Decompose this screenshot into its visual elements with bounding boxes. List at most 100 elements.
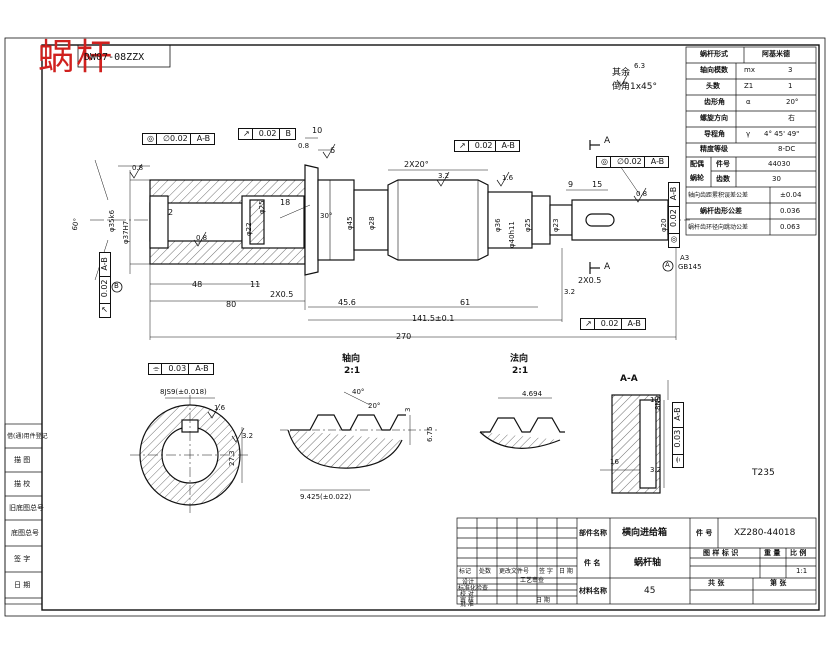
mesh-row-1-value: 30 <box>772 175 781 183</box>
dim-2: 2 <box>168 208 174 217</box>
title-part-value: XZ280-44018 <box>734 528 796 538</box>
datum-b-label: B <box>114 282 119 290</box>
roughness-3-2-a: 3.2 <box>438 172 450 180</box>
normal-tooth-profile <box>479 397 565 449</box>
title-material-label: 材料名称 <box>579 587 607 595</box>
fcf-9-symbol: ◎ <box>669 236 678 243</box>
datum-a-label: A <box>665 261 670 269</box>
fcf-6: ↗ 0.02 A-B <box>99 252 111 318</box>
title-sheet-header-1: 第 张 <box>770 579 787 587</box>
dim-45-6: 45.6 <box>338 298 356 307</box>
dim-key-depth: 16 <box>610 458 619 466</box>
roughness-1-6-a: 1.6 <box>502 174 514 182</box>
left-strip-item-3: 旧底图总号 <box>9 504 44 512</box>
spec-row-4-value: 右 <box>788 114 795 122</box>
title-product-value: 横向进给箱 <box>622 528 668 538</box>
spec-table-grid <box>685 46 817 236</box>
spec-row-1-name: 轴向模数 <box>700 66 728 74</box>
fcf-7-value: 0.03 <box>168 364 187 373</box>
fcf-4-value: ∅0.02 <box>616 157 642 166</box>
drawing-frame <box>4 37 826 617</box>
section-mark-bottom: A <box>604 262 611 272</box>
left-strip-item-6: 日 期 <box>14 581 31 589</box>
fcf-7: ⌯ 0.03 A-B <box>148 363 214 375</box>
left-strip-item-4: 底图总号 <box>11 529 39 537</box>
dim-phi36: φ36 <box>494 218 502 232</box>
tol-row-2-value: 0.063 <box>780 223 801 231</box>
fcf-2: ↗ 0.02 B <box>238 128 297 140</box>
angle-30: 30° <box>320 212 333 220</box>
end-view <box>130 395 250 515</box>
dim-2x0-5-left: 2X0.5 <box>270 290 294 299</box>
fcf-2-ref: B <box>285 129 292 138</box>
title-sign-row-3: 审 核 <box>460 597 474 604</box>
dim-2x0-5-right: 2X0.5 <box>578 276 602 285</box>
dim-4-694: 4.694 <box>522 390 543 398</box>
fcf-2-value: 0.02 <box>258 129 277 138</box>
left-strip-item-1: 描 图 <box>14 456 31 464</box>
tol-row-2-name: 蜗杆齿环径向跳动公差 <box>688 224 749 231</box>
worm-shaft-main-view <box>149 164 677 276</box>
fcf-1-ref: A-B <box>196 134 211 143</box>
dim-48: 48 <box>192 280 203 289</box>
title-sign-row-1: 标准化检查 <box>458 585 489 592</box>
roughness-0-8-c: 0.8 <box>636 190 648 198</box>
fcf-3: ↗ 0.02 A-B <box>454 140 520 152</box>
spec-row-5-name: 导程角 <box>704 130 725 138</box>
dim-10: 10 <box>312 126 323 135</box>
axial-tooth-profile <box>280 391 440 491</box>
dim-11: 11 <box>250 280 261 289</box>
dim-18: 18 <box>280 198 291 207</box>
dim-1-6-end: 1.6 <box>214 404 226 412</box>
roughness-note-value: 6.3 <box>634 62 646 70</box>
chamfer-note: 倒角1x45° <box>612 82 658 92</box>
section-marks <box>589 140 600 274</box>
left-strip-grid <box>4 423 43 605</box>
stamp-title: 蜗杆 <box>38 37 115 78</box>
fcf-2-symbol: ↗ <box>243 129 250 138</box>
dim-phi35: φ35k6 <box>108 209 116 232</box>
fcf-7-ref: A-B <box>195 364 209 373</box>
fcf-8-symbol: ⌯ <box>673 456 682 463</box>
dim-8js9: 8JS9(±0.018) <box>160 388 207 396</box>
title-name-value: 蜗杆轴 <box>634 558 662 568</box>
dim-phi28: φ28 <box>368 216 376 230</box>
fcf-6-value: 0.02 <box>100 279 109 298</box>
fcf-6-symbol: ↗ <box>100 306 109 313</box>
mesh-row-1-name: 齿数 <box>716 175 730 183</box>
spec-row-2-name: 头数 <box>706 82 720 90</box>
mesh-row-0-value: 44030 <box>768 160 791 168</box>
dim-phi25b: φ25 <box>524 218 532 232</box>
dim-phi25: φ25 <box>258 200 266 214</box>
roughness-0-8-b: 0.8 <box>196 234 208 242</box>
spec-row-6-value: 8-DC <box>778 145 796 153</box>
dim-9-425: 9.425(±0.022) <box>300 493 352 501</box>
dim-phi23: φ23 <box>552 218 560 232</box>
normal-view-title: 法向 <box>510 354 529 364</box>
roughness-3-2-b: 3.2 <box>564 288 576 296</box>
datum-symbols <box>111 260 674 293</box>
fcf-9-value: 0.02 <box>669 209 678 228</box>
dim-phi45: φ45 <box>346 216 354 230</box>
fcf-1-value: ∅0.02 <box>162 134 188 143</box>
spec-row-3-symbol: α <box>746 98 751 106</box>
fcf-3-symbol: ↗ <box>459 141 466 150</box>
dim-phi22: φ22 <box>245 222 253 236</box>
dim-phi20: φ20 <box>660 218 668 232</box>
title-sign-row-2: 校 对 <box>460 591 474 598</box>
dim-3-2-end: 3.2 <box>242 432 254 440</box>
fcf-5: ↗ 0.02 A-B <box>580 318 646 330</box>
fcf-4: ◎ ∅0.02 A-B <box>596 156 670 168</box>
roughness-symbols <box>129 71 647 443</box>
tol-row-0-name: 轴向齿距累积误差公差 <box>688 192 749 199</box>
spec-row-2-symbol: Z1 <box>744 82 754 90</box>
dim-phi40: φ40h11 <box>508 221 516 248</box>
dim-27-3: 27.3 <box>228 450 236 466</box>
dim-2x20: 2X20° <box>404 160 429 169</box>
fcf-9: ◎ 0.02 A-B <box>668 181 680 248</box>
drawing-code: DW07-08ZZX <box>84 52 145 63</box>
title-part-label: 件 号 <box>696 529 713 537</box>
center-hole-std: GB145 <box>678 263 702 271</box>
section-mark-top: A <box>604 136 611 146</box>
